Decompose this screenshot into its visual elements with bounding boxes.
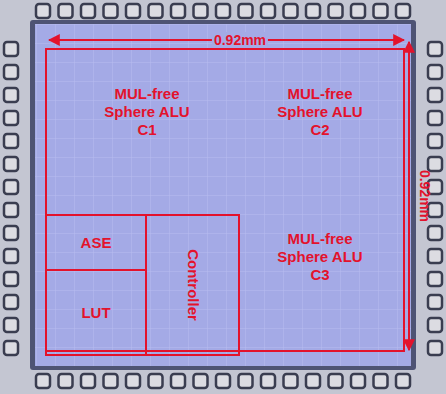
unit-label: MUL-free Sphere ALU C1 xyxy=(99,85,195,139)
die-edge xyxy=(30,20,416,370)
bond-pad xyxy=(329,374,343,388)
bond-pad xyxy=(104,374,118,388)
bond-pad xyxy=(428,42,442,56)
bond-pad xyxy=(4,111,18,125)
bond-pad xyxy=(126,4,140,18)
bond-pad xyxy=(428,111,442,125)
bond-pad xyxy=(261,4,275,18)
bond-pad xyxy=(261,374,275,388)
bond-pad xyxy=(4,88,18,102)
unit-label: MUL-free Sphere ALU C2 xyxy=(272,85,368,139)
bond-pad xyxy=(81,4,95,18)
bond-pad xyxy=(351,374,365,388)
bond-pad xyxy=(4,203,18,217)
bond-pad xyxy=(351,4,365,18)
bond-pad xyxy=(329,4,343,18)
bond-pad xyxy=(216,374,230,388)
bond-pad xyxy=(4,272,18,286)
bond-pad xyxy=(194,374,208,388)
bond-pad xyxy=(4,157,18,171)
dimension-label: 0.92mm xyxy=(212,32,268,48)
bond-pad xyxy=(428,88,442,102)
bond-pad xyxy=(36,4,50,18)
bond-pad xyxy=(4,226,18,240)
bond-pad xyxy=(396,4,410,18)
bond-pad xyxy=(374,374,388,388)
bond-pad xyxy=(171,374,185,388)
lut-block: LUT xyxy=(45,269,147,356)
bond-pad xyxy=(4,42,18,56)
bond-pad xyxy=(216,4,230,18)
bond-pad xyxy=(4,249,18,263)
bond-pad xyxy=(396,374,410,388)
bond-pad xyxy=(428,226,442,240)
bond-pad xyxy=(428,157,442,171)
bond-pad xyxy=(4,295,18,309)
block-label: Controller xyxy=(183,249,201,321)
dimension-arrow xyxy=(408,42,410,350)
bond-pad xyxy=(306,374,320,388)
bond-pad xyxy=(428,341,442,355)
bond-pad xyxy=(284,374,298,388)
block-label: LUT xyxy=(81,304,110,322)
controller-block: Controller xyxy=(145,214,240,356)
bond-pad xyxy=(428,318,442,332)
bond-pad xyxy=(4,65,18,79)
bond-pads xyxy=(4,4,442,388)
ase-block: ASE xyxy=(45,214,147,271)
bond-pad xyxy=(4,134,18,148)
bond-pad xyxy=(126,374,140,388)
bond-pad xyxy=(59,4,73,18)
bond-pad xyxy=(171,4,185,18)
bond-pad xyxy=(104,4,118,18)
die-region: MUL-free Sphere ALU C1 MUL-free Sphere AL… xyxy=(45,48,405,352)
bond-pad xyxy=(239,4,253,18)
bond-pad xyxy=(284,4,298,18)
unit-label: MUL-free Sphere ALU C3 xyxy=(272,230,368,284)
bond-pad xyxy=(36,374,50,388)
bond-pad xyxy=(81,374,95,388)
bond-pad xyxy=(428,134,442,148)
bond-pad xyxy=(239,374,253,388)
dimension-label: 0.92mm xyxy=(417,168,433,224)
bond-pad xyxy=(428,272,442,286)
block-label: ASE xyxy=(81,234,112,252)
die-area xyxy=(35,24,411,366)
bond-pad xyxy=(149,4,163,18)
bond-pad xyxy=(194,4,208,18)
bond-pad xyxy=(4,180,18,194)
bond-pad xyxy=(4,318,18,332)
bond-pad xyxy=(428,249,442,263)
bond-pad xyxy=(374,4,388,18)
bond-pad xyxy=(428,65,442,79)
bond-pad xyxy=(4,341,18,355)
bond-pad xyxy=(428,295,442,309)
bond-pad xyxy=(59,374,73,388)
bond-pad xyxy=(306,4,320,18)
bond-pad xyxy=(149,374,163,388)
